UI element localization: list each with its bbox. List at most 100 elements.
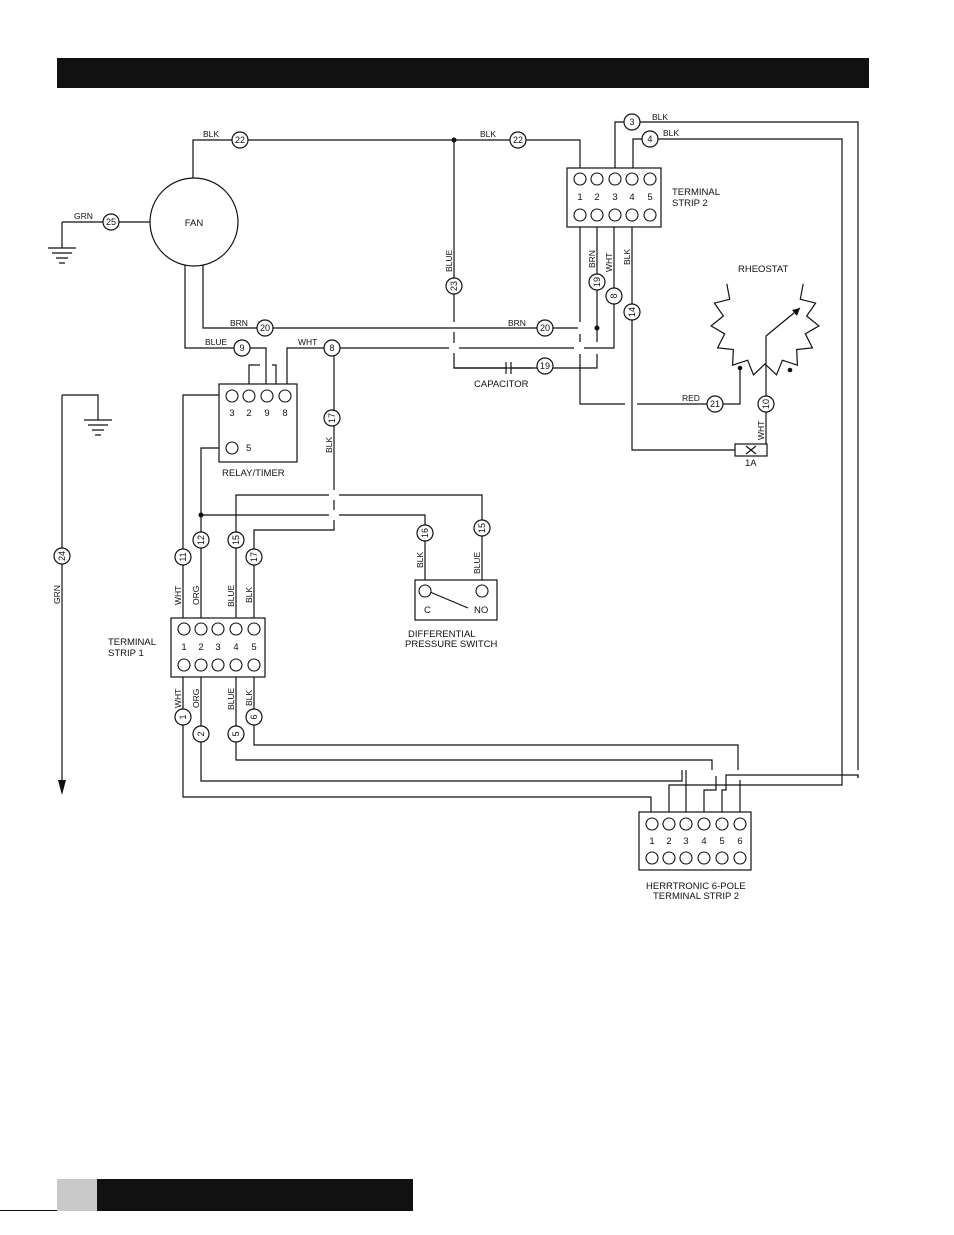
wire-number-circle xyxy=(227,531,245,549)
ts1-terminal xyxy=(247,622,261,636)
wire-number-tag: 9 xyxy=(233,339,251,357)
wire-number: 8 xyxy=(329,343,334,353)
wires xyxy=(61,121,859,818)
wire-number-circle xyxy=(536,357,554,375)
ts1-num: 5 xyxy=(251,642,256,653)
header-bar xyxy=(57,58,869,88)
wire-number: 1 xyxy=(178,714,188,719)
terminal-strip-2-label-line1: TERMINAL xyxy=(672,187,720,198)
ts2-terminal xyxy=(590,208,604,222)
wire-number-tag: 15 xyxy=(227,531,245,549)
wire-number-circle xyxy=(256,319,274,337)
wire-number: 25 xyxy=(106,217,116,227)
ts1-terminal xyxy=(194,622,208,636)
wire-number: 22 xyxy=(235,135,245,145)
wire-number: 20 xyxy=(540,323,550,333)
relay-terminal-5 xyxy=(225,441,239,455)
fuse: 1A xyxy=(734,443,768,469)
wire-number-tag: 8 xyxy=(323,339,341,357)
wire-color-label: BLK xyxy=(203,129,219,139)
wire-color-label: WHT xyxy=(173,689,183,708)
herr-num: 4 xyxy=(701,836,706,847)
relay-terminal xyxy=(242,389,256,403)
wire-number-tag: 20 xyxy=(536,319,554,337)
wire-color-label: BRN xyxy=(230,318,248,328)
fuse-label: 1A xyxy=(745,458,757,469)
herrtronic-label-line1: HERRTRONIC 6-POLE xyxy=(646,881,746,892)
relay-num-5: 5 xyxy=(246,443,251,454)
wire-number: 23 xyxy=(449,281,459,291)
ts1-terminal xyxy=(194,658,208,672)
wire-number-tag: 5 xyxy=(227,725,245,743)
wire-number-tag: 25 xyxy=(102,213,120,231)
wire-number: 20 xyxy=(260,323,270,333)
herr-terminal xyxy=(715,851,729,865)
wire-number-circle xyxy=(509,131,527,149)
wire-color-label: WHT xyxy=(604,253,614,272)
ts2-terminal xyxy=(573,172,587,186)
wire-color-label: BLK xyxy=(663,128,679,138)
wire-number-tag: 20 xyxy=(256,319,274,337)
wire-number-tag: 11 xyxy=(174,548,192,566)
wire-number-circle xyxy=(227,725,245,743)
rheostat-label: RHEOSTAT xyxy=(738,264,789,275)
herr-terminal xyxy=(715,817,729,831)
wire-color-label: BLK xyxy=(652,112,668,122)
switch-terminal-no xyxy=(475,584,489,598)
wire-color-label: GRN xyxy=(74,211,93,221)
wire-number: 6 xyxy=(249,714,259,719)
relay-timer-label: RELAY/TIMER xyxy=(222,468,285,479)
rheostat: RHEOSTAT xyxy=(710,264,820,376)
wire-number: 24 xyxy=(57,551,67,561)
terminal-strip-1-label-line2: STRIP 1 xyxy=(108,648,144,659)
terminal-strip-2-label-line2: STRIP 2 xyxy=(672,198,708,209)
wire-number-tag: 21 xyxy=(706,395,724,413)
relay-num: 8 xyxy=(282,408,287,419)
wire-number: 12 xyxy=(196,535,206,545)
wire-number-tag: 24 xyxy=(53,547,71,565)
wire-number-circle xyxy=(536,319,554,337)
wire-number: 16 xyxy=(420,528,430,538)
ts1-terminal xyxy=(247,658,261,672)
wire-number-circle xyxy=(174,708,192,726)
wire-color-label: BLK xyxy=(324,437,334,453)
ts1-num: 4 xyxy=(233,642,238,653)
herrtronic-terminal-strip: 1 2 3 4 5 6 HERRTRONIC 6-POLE TERMINAL S… xyxy=(638,811,752,902)
ts1-terminal xyxy=(177,622,191,636)
wire-number: 19 xyxy=(592,277,602,287)
wire-number-circle xyxy=(245,548,263,566)
wire-number-circle xyxy=(231,131,249,149)
herr-terminal xyxy=(645,817,659,831)
herr-num: 3 xyxy=(683,836,688,847)
wire-number: 2 xyxy=(196,731,206,736)
wire-number-tag: 23 xyxy=(445,277,463,295)
ts2-terminal xyxy=(625,208,639,222)
wire-number-circle xyxy=(641,130,659,148)
herr-num: 6 xyxy=(737,836,742,847)
ts1-num: 1 xyxy=(181,642,186,653)
fan-label: FAN xyxy=(185,218,204,229)
ts1-num: 2 xyxy=(198,642,203,653)
switch-terminal-c xyxy=(418,584,432,598)
wire-number-tag: 4 xyxy=(641,130,659,148)
footer-bar xyxy=(97,1179,413,1211)
ts2-num: 3 xyxy=(612,192,617,203)
terminals xyxy=(177,172,747,865)
herr-terminal xyxy=(662,817,676,831)
wire-color-label: WHT xyxy=(756,421,766,440)
herr-terminal xyxy=(733,817,747,831)
wire-number-tag: 12 xyxy=(192,531,210,549)
wire-number-circle xyxy=(323,409,341,427)
wire-color-label: BRN xyxy=(587,250,597,268)
wire-number: 17 xyxy=(249,552,259,562)
ground-icon xyxy=(48,247,76,264)
wire-color-label: BLK xyxy=(622,249,632,265)
ts2-terminal xyxy=(643,208,657,222)
wire-color-label: RED xyxy=(682,393,700,403)
ts1-num: 3 xyxy=(215,642,220,653)
wire-number: 19 xyxy=(540,361,550,371)
wire-number: 5 xyxy=(231,731,241,736)
herrtronic-label-line2: TERMINAL STRIP 2 xyxy=(653,891,739,902)
wire-number-circle xyxy=(605,287,623,305)
wire-number: 10 xyxy=(761,399,771,409)
